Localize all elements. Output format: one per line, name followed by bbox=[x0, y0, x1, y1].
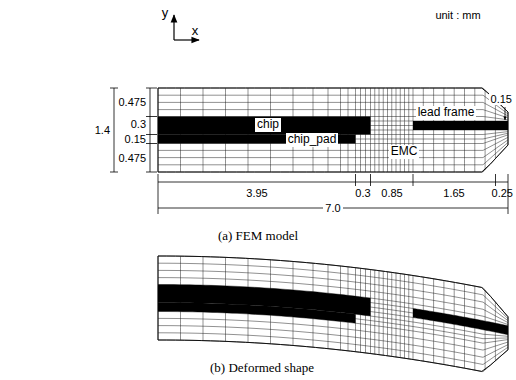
dimension-lines bbox=[110, 88, 508, 214]
dimension: 0.25 bbox=[492, 187, 513, 199]
part-name: lead frame bbox=[416, 106, 477, 119]
dimension: 0.15 bbox=[489, 93, 514, 105]
mesh-line bbox=[158, 333, 508, 365]
unit-note: unit : mm bbox=[435, 9, 480, 21]
part-name: chip bbox=[255, 118, 281, 131]
dimension: 7.0 bbox=[323, 202, 342, 214]
axes bbox=[174, 15, 199, 40]
package-outline bbox=[158, 88, 508, 172]
lead-frame-region bbox=[413, 121, 508, 130]
part-name: chip_pad bbox=[286, 133, 339, 146]
lead-frame-region bbox=[413, 309, 508, 335]
figure-caption: (a) FEM model bbox=[218, 229, 298, 243]
figure-caption: (b) Deformed shape bbox=[210, 361, 314, 375]
dimension: 0.15 bbox=[125, 133, 146, 145]
dimension: 0.3 bbox=[355, 187, 370, 199]
mesh-line bbox=[158, 326, 508, 358]
dimension: 1.4 bbox=[95, 124, 110, 136]
dimension: 3.95 bbox=[246, 187, 267, 199]
deformed-mesh bbox=[158, 256, 508, 372]
dimension: 0.85 bbox=[381, 187, 402, 199]
chip-pad-region bbox=[158, 303, 356, 324]
dimension: 0.475 bbox=[118, 96, 146, 108]
dimension: 0.3 bbox=[131, 118, 146, 130]
axis-label: x bbox=[192, 24, 199, 38]
fem-mesh bbox=[158, 88, 508, 172]
mesh-line bbox=[158, 145, 508, 172]
chip-region bbox=[158, 117, 371, 135]
package-outline bbox=[158, 256, 508, 371]
axis-label: y bbox=[162, 6, 169, 20]
part-name: EMC bbox=[389, 145, 420, 158]
dimension: 1.65 bbox=[443, 187, 464, 199]
dimension: 0.475 bbox=[118, 152, 146, 164]
